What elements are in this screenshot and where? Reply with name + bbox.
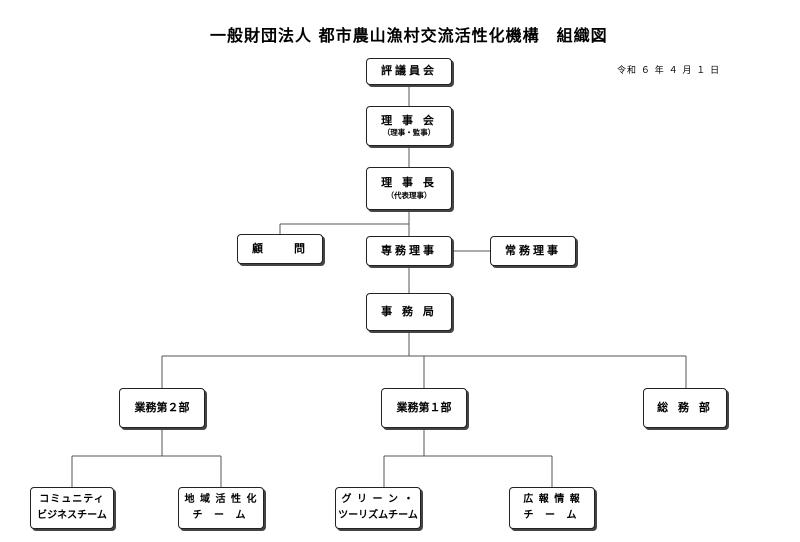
node-koho-line2: チ ー ム xyxy=(523,510,581,521)
node-gyomu2-label: 業務第２部 xyxy=(134,400,190,414)
node-community-team: コミュニティ ビジネスチーム xyxy=(30,487,114,529)
node-hyogiinkai: 評議員会 xyxy=(366,58,452,85)
node-rijikai: 理 事 会 （理事・監事） xyxy=(366,106,452,146)
node-rijikai-label: 理 事 会 xyxy=(381,113,437,127)
node-jomu-label: 常務理事 xyxy=(505,243,561,257)
node-community-line1: コミュニティ xyxy=(39,494,105,505)
node-gyomu2: 業務第２部 xyxy=(119,388,205,428)
node-koho-line1: 広 報 情 報 xyxy=(523,494,581,505)
node-somu: 総 務 部 xyxy=(643,388,727,428)
date-label: 令和 ６ 年 ４ 月 １ 日 xyxy=(617,66,721,76)
page-title: 一般財団法人 都市農山漁村交流活性化機構 組織図 xyxy=(210,26,608,45)
node-senmu-label: 専務理事 xyxy=(381,243,437,257)
node-jomu: 常務理事 xyxy=(490,236,576,266)
node-komon: 顧 問 xyxy=(237,234,323,264)
node-senmu: 専務理事 xyxy=(366,236,452,266)
node-somu-label: 総 務 部 xyxy=(657,400,713,414)
node-jimukyoku-label: 事 務 局 xyxy=(381,304,437,318)
node-green-line2: ツーリズムチーム xyxy=(338,510,418,521)
node-komon-label: 顧 問 xyxy=(252,241,308,255)
node-chiiki-team: 地 域 活 性 化 チ ー ム xyxy=(178,487,264,529)
node-koho-team: 広 報 情 報 チ ー ム xyxy=(509,487,595,529)
node-green-line1: グ リ ー ン ・ xyxy=(341,494,415,505)
node-community-line2: ビジネスチーム xyxy=(37,510,107,521)
node-rijicho: 理 事 長 （代表理事） xyxy=(366,167,452,210)
node-hyogiinkai-label: 評議員会 xyxy=(381,64,437,78)
node-rijicho-label: 理 事 長 xyxy=(381,176,437,190)
node-chiiki-line2: チ ー ム xyxy=(192,510,250,521)
node-rijicho-sublabel: （代表理事） xyxy=(386,190,432,200)
node-gyomu1: 業務第１部 xyxy=(381,388,467,428)
node-chiiki-line1: 地 域 活 性 化 xyxy=(184,494,258,505)
node-rijikai-sublabel: （理事・監事） xyxy=(382,128,436,138)
node-green-team: グ リ ー ン ・ ツーリズムチーム xyxy=(335,487,421,529)
node-jimukyoku: 事 務 局 xyxy=(366,293,452,331)
node-gyomu1-label: 業務第１部 xyxy=(396,400,452,414)
